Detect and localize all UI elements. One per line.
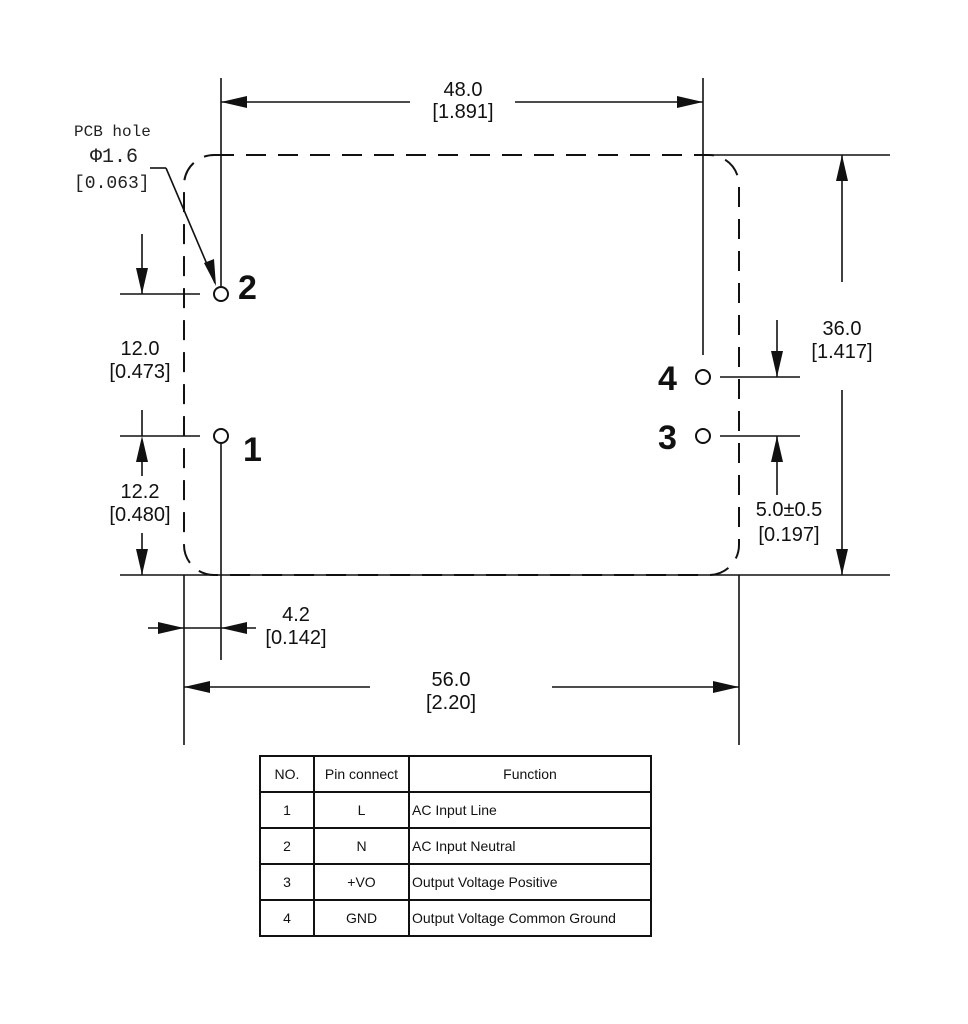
dimension-bottom-width: 56.0 [2.20] bbox=[184, 669, 739, 714]
dimension-left-offset: 4.2 [0.142] bbox=[148, 604, 327, 649]
svg-text:5.0±0.5: 5.0±0.5 bbox=[756, 499, 823, 521]
row-function: Output Voltage Common Ground bbox=[408, 899, 652, 937]
dimension-top-width: 48.0 [1.891] bbox=[221, 79, 703, 123]
pin-3-label: 3 bbox=[658, 419, 677, 457]
table-row: 2 N AC Input Neutral bbox=[259, 827, 652, 865]
row-function: AC Input Line bbox=[408, 791, 652, 829]
svg-text:36.0: 36.0 bbox=[823, 318, 862, 340]
svg-text:PCB hole: PCB hole bbox=[74, 123, 151, 141]
header-function: Function bbox=[408, 755, 652, 793]
row-pin: N bbox=[313, 827, 410, 865]
row-no: 1 bbox=[259, 791, 315, 829]
dimension-right-offset: 5.0±0.5 [0.197] bbox=[756, 320, 823, 546]
svg-text:[0.197]: [0.197] bbox=[758, 524, 819, 546]
row-pin: GND bbox=[313, 899, 410, 937]
row-no: 4 bbox=[259, 899, 315, 937]
svg-text:[0.142]: [0.142] bbox=[265, 627, 326, 649]
header-no: NO. bbox=[259, 755, 315, 793]
svg-text:48.0: 48.0 bbox=[444, 79, 483, 101]
row-function: AC Input Neutral bbox=[408, 827, 652, 865]
svg-text:[0.480]: [0.480] bbox=[109, 504, 170, 526]
dimension-pin-spacing: 12.0 [0.473] bbox=[109, 234, 171, 462]
table-header-row: NO. Pin connect Function bbox=[259, 755, 652, 793]
dimension-pin1-to-edge: 12.2 [0.480] bbox=[109, 462, 171, 575]
pcb-hole-note: PCB hole Φ1.6 [0.063] bbox=[74, 123, 216, 286]
svg-text:4.2: 4.2 bbox=[282, 604, 310, 626]
row-pin: L bbox=[313, 791, 410, 829]
table-row: 4 GND Output Voltage Common Ground bbox=[259, 899, 652, 937]
header-pin-connect: Pin connect bbox=[313, 755, 410, 793]
svg-text:[0.473]: [0.473] bbox=[109, 361, 170, 383]
pin-3-hole bbox=[695, 428, 711, 444]
pin-2-hole bbox=[213, 286, 229, 302]
svg-text:[0.063]: [0.063] bbox=[74, 174, 150, 194]
row-no: 3 bbox=[259, 863, 315, 901]
svg-text:[2.20]: [2.20] bbox=[426, 692, 476, 714]
row-no: 2 bbox=[259, 827, 315, 865]
pin-1-hole bbox=[213, 428, 229, 444]
pin-2-label: 2 bbox=[238, 269, 257, 307]
svg-text:[1.891]: [1.891] bbox=[432, 101, 493, 123]
pin-1-label: 1 bbox=[243, 431, 262, 469]
row-function: Output Voltage Positive bbox=[408, 863, 652, 901]
svg-text:[1.417]: [1.417] bbox=[811, 341, 872, 363]
pin-4-label: 4 bbox=[658, 360, 677, 398]
dimension-height: 36.0 [1.417] bbox=[811, 155, 873, 575]
svg-text:12.0: 12.0 bbox=[121, 338, 160, 360]
svg-text:12.2: 12.2 bbox=[121, 481, 160, 503]
table-row: 3 +VO Output Voltage Positive bbox=[259, 863, 652, 901]
svg-text:Φ1.6: Φ1.6 bbox=[90, 146, 138, 169]
pin-4-hole bbox=[695, 369, 711, 385]
row-pin: +VO bbox=[313, 863, 410, 901]
mechanical-drawing: 2 1 4 3 48.0 [1.891] 56.0 [2.20] bbox=[74, 78, 890, 745]
table-row: 1 L AC Input Line bbox=[259, 791, 652, 829]
svg-text:56.0: 56.0 bbox=[432, 669, 471, 691]
extension-lines bbox=[120, 78, 890, 745]
module-outline bbox=[183, 154, 740, 576]
pin-function-table: NO. Pin connect Function 1 L AC Input Li… bbox=[259, 755, 652, 937]
